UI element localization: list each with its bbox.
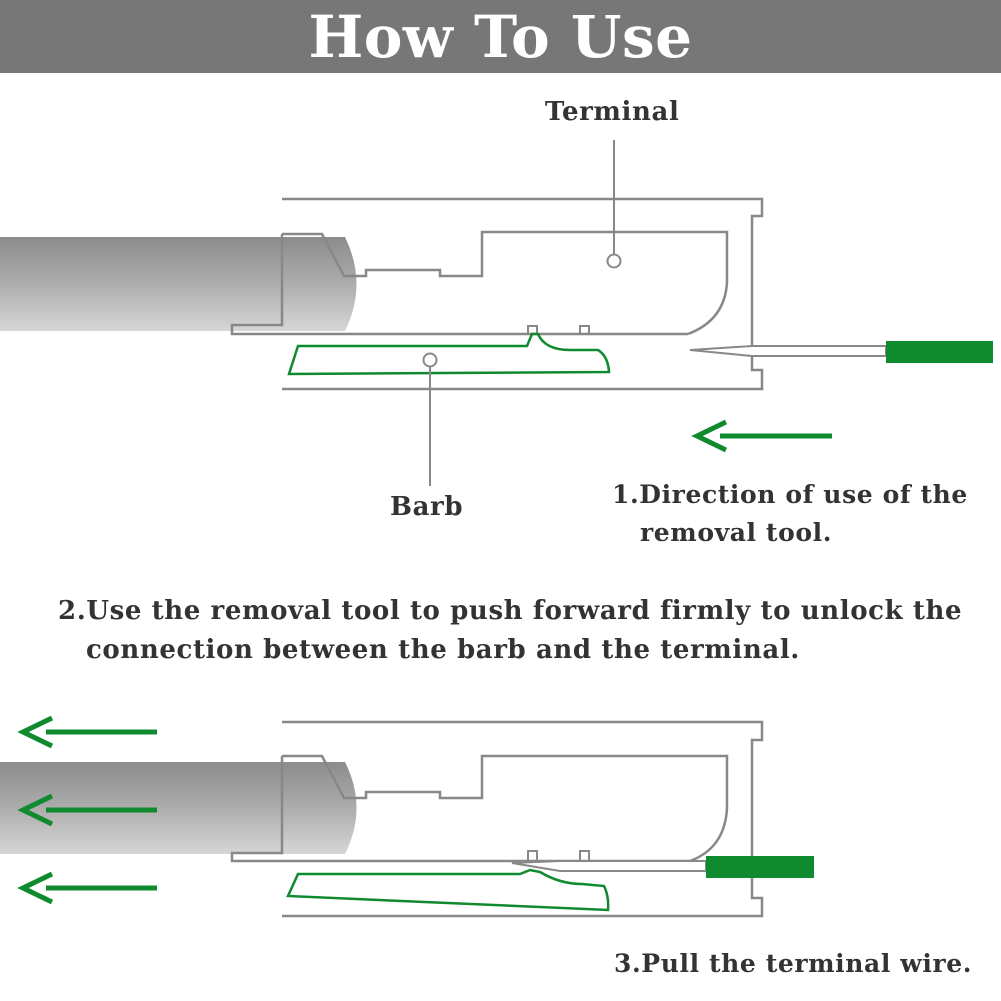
terminal-body-1	[282, 230, 729, 336]
barb-post-1	[527, 325, 590, 334]
removal-tool-needle-2	[511, 860, 707, 872]
barb-2	[286, 868, 610, 912]
housing-1	[282, 197, 764, 391]
terminal-label: Terminal	[545, 97, 680, 127]
diagram-2	[0, 715, 814, 918]
direction-arrow-icon	[691, 419, 832, 453]
wire-1	[0, 237, 357, 331]
barb-1	[287, 332, 611, 376]
housing-2	[282, 720, 764, 918]
step-2-text-continued: connection between the barb and the term…	[86, 635, 800, 665]
step-1-text-continued: removal tool.	[640, 518, 833, 547]
step-1-text: 1.Direction of use of the	[612, 480, 968, 509]
wire-2	[0, 762, 357, 854]
step-2-text: 2.Use the removal tool to push forward f…	[58, 596, 963, 626]
removal-tool-handle-1	[886, 341, 993, 363]
barb-label: Barb	[390, 492, 464, 522]
removal-tool-handle-2	[706, 856, 814, 878]
terminal-body-2	[282, 754, 729, 863]
terminal-marker-1	[606, 253, 622, 269]
housing-inner-1	[230, 234, 688, 336]
diagram-1	[0, 140, 993, 486]
pull-arrow-icon	[17, 715, 157, 749]
housing-inner-2	[230, 756, 690, 863]
pull-arrow-icon	[17, 793, 157, 827]
barb-post-2	[527, 850, 590, 861]
pull-arrow-icon	[17, 871, 157, 905]
step-3-text: 3.Pull the terminal wire.	[614, 949, 973, 978]
header-banner	[0, 0, 1001, 73]
page-title: How To Use	[308, 3, 693, 71]
barb-marker-1	[422, 352, 438, 368]
removal-tool-needle-1	[689, 345, 887, 357]
